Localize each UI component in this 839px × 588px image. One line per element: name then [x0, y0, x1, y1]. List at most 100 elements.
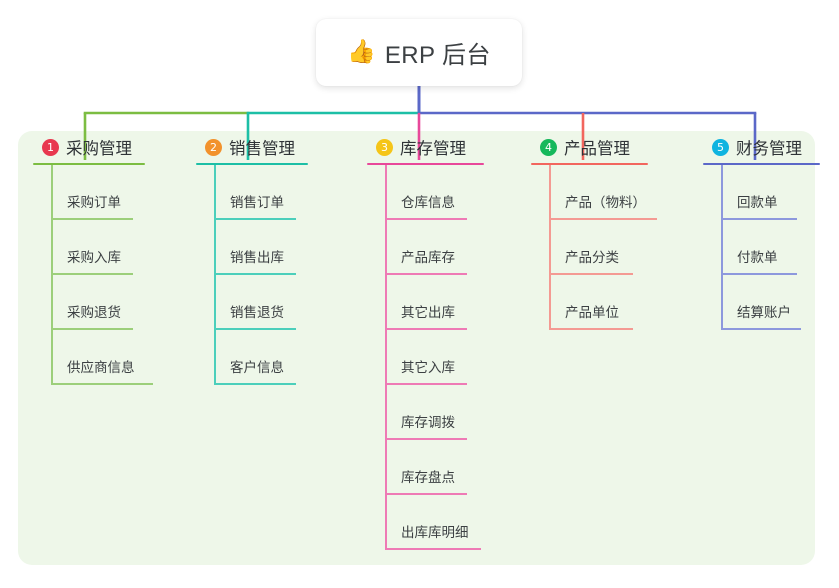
leaf-underline [51, 273, 133, 275]
leaf-spine [214, 165, 216, 385]
leaf-label: 结算账户 [737, 305, 791, 320]
leaf-spine [385, 165, 387, 550]
leaf-label: 库存调拨 [401, 415, 455, 430]
leaf-spine [721, 165, 723, 330]
branch-underline [703, 163, 820, 165]
diagram-panel [18, 131, 815, 565]
branch-column-3: 3 库存管理仓库信息产品库存其它出库其它入库库存调拨库存盘点出库库明细 [367, 131, 484, 550]
leaf-item[interactable]: 其它入库 [367, 330, 484, 385]
leaf-list: 仓库信息产品库存其它出库其它入库库存调拨库存盘点出库库明细 [367, 165, 484, 550]
branch-header-5[interactable]: 5 财务管理 [703, 131, 820, 163]
leaf-underline [385, 328, 467, 330]
leaf-label: 出库库明细 [401, 525, 469, 540]
branch-underline [196, 163, 308, 165]
leaf-underline [214, 383, 296, 385]
leaf-label: 其它入库 [401, 360, 455, 375]
leaf-underline [549, 273, 633, 275]
branch-number-badge: 1 [42, 138, 59, 156]
leaf-item[interactable]: 结算账户 [703, 275, 820, 330]
leaf-underline [51, 328, 133, 330]
leaf-item[interactable]: 销售订单 [196, 165, 308, 220]
branch-title: 财务管理 [736, 140, 802, 158]
leaf-item[interactable]: 库存盘点 [367, 440, 484, 495]
leaf-label: 销售出库 [230, 250, 284, 265]
leaf-item[interactable]: 产品单位 [531, 275, 648, 330]
branch-title: 销售管理 [229, 140, 295, 158]
branch-number-badge: 3 [376, 138, 393, 156]
leaf-list: 回款单付款单结算账户 [703, 165, 820, 330]
leaf-underline [385, 273, 467, 275]
branch-header-3[interactable]: 3 库存管理 [367, 131, 484, 163]
leaf-underline [385, 493, 467, 495]
leaf-label: 采购订单 [67, 195, 121, 210]
leaf-label: 销售退货 [230, 305, 284, 320]
leaf-underline [385, 218, 467, 220]
leaf-label: 仓库信息 [401, 195, 455, 210]
leaf-label: 付款单 [737, 250, 778, 265]
branch-title: 产品管理 [564, 140, 630, 158]
branch-header-2[interactable]: 2 销售管理 [196, 131, 308, 163]
leaf-label: 产品（物料） [565, 195, 646, 210]
leaf-item[interactable]: 仓库信息 [367, 165, 484, 220]
leaf-item[interactable]: 客户信息 [196, 330, 308, 385]
leaf-spine [549, 165, 551, 330]
leaf-label: 采购入库 [67, 250, 121, 265]
leaf-underline [51, 383, 153, 385]
leaf-underline [549, 218, 657, 220]
root-node-title: ERP 后台 [384, 42, 491, 69]
leaf-label: 销售订单 [230, 195, 284, 210]
branch-underline [367, 163, 484, 165]
branch-column-5: 5 财务管理回款单付款单结算账户 [703, 131, 820, 330]
leaf-underline [385, 548, 481, 550]
leaf-underline [721, 273, 797, 275]
leaf-list: 采购订单采购入库采购退货供应商信息 [33, 165, 153, 385]
branch-number-badge: 2 [205, 138, 222, 156]
leaf-item[interactable]: 出库库明细 [367, 495, 484, 550]
branch-column-2: 2 销售管理销售订单销售出库销售退货客户信息 [196, 131, 308, 385]
leaf-item[interactable]: 供应商信息 [33, 330, 153, 385]
leaf-item[interactable]: 销售出库 [196, 220, 308, 275]
leaf-item[interactable]: 其它出库 [367, 275, 484, 330]
leaf-item[interactable]: 产品（物料） [531, 165, 657, 220]
leaf-label: 客户信息 [230, 360, 284, 375]
leaf-item[interactable]: 库存调拨 [367, 385, 484, 440]
branch-number-badge: 5 [712, 138, 729, 156]
branch-underline [33, 163, 145, 165]
leaf-label: 产品库存 [401, 250, 455, 265]
leaf-underline [214, 328, 296, 330]
branch-header-4[interactable]: 4 产品管理 [531, 131, 648, 163]
leaf-underline [721, 328, 801, 330]
root-node-card[interactable]: 👍 ERP 后台 [316, 19, 522, 86]
leaf-label: 产品单位 [565, 305, 619, 320]
leaf-spine [51, 165, 53, 385]
leaf-label: 采购退货 [67, 305, 121, 320]
leaf-item[interactable]: 采购退货 [33, 275, 145, 330]
leaf-item[interactable]: 产品库存 [367, 220, 484, 275]
thumbs-up-icon: 👍 [347, 39, 376, 65]
leaf-underline [721, 218, 797, 220]
leaf-item[interactable]: 采购入库 [33, 220, 145, 275]
leaf-underline [385, 438, 467, 440]
leaf-underline [214, 218, 296, 220]
branch-title: 库存管理 [400, 140, 466, 158]
leaf-label: 其它出库 [401, 305, 455, 320]
leaf-label: 库存盘点 [401, 470, 455, 485]
branch-header-1[interactable]: 1 采购管理 [33, 131, 145, 163]
leaf-list: 销售订单销售出库销售退货客户信息 [196, 165, 308, 385]
branch-column-4: 4 产品管理产品（物料） 产品分类产品单位 [531, 131, 657, 330]
leaf-item[interactable]: 回款单 [703, 165, 820, 220]
branch-column-1: 1 采购管理采购订单采购入库采购退货供应商信息 [33, 131, 153, 385]
leaf-label: 供应商信息 [67, 360, 135, 375]
leaf-item[interactable]: 付款单 [703, 220, 820, 275]
branch-title: 采购管理 [66, 140, 132, 158]
leaf-underline [214, 273, 296, 275]
leaf-label: 产品分类 [565, 250, 619, 265]
leaf-label: 回款单 [737, 195, 778, 210]
leaf-item[interactable]: 销售退货 [196, 275, 308, 330]
leaf-item[interactable]: 产品分类 [531, 220, 648, 275]
leaf-item[interactable]: 采购订单 [33, 165, 145, 220]
leaf-list: 产品（物料） 产品分类产品单位 [531, 165, 657, 330]
leaf-underline [549, 328, 633, 330]
leaf-underline [51, 218, 133, 220]
branch-number-badge: 4 [540, 138, 557, 156]
